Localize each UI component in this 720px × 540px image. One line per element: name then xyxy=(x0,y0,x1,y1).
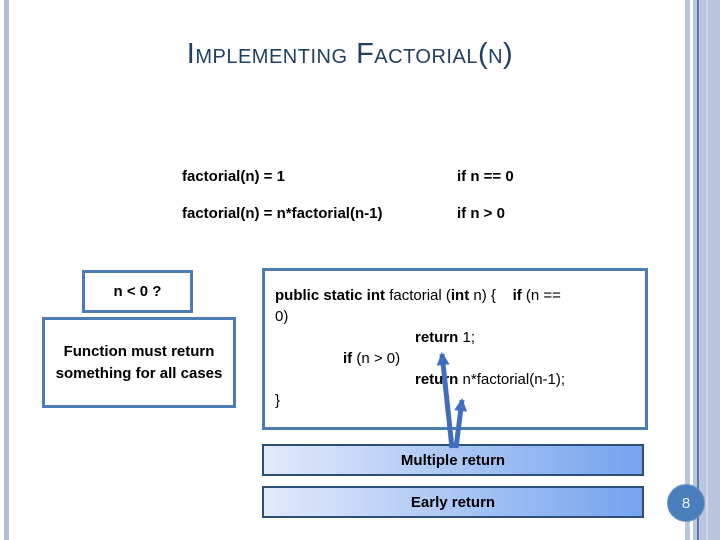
multiple-return-label: Multiple return xyxy=(262,444,644,476)
definition-formula-2: factorial(n) = n*factorial(n-1) xyxy=(182,205,383,222)
question-box: n < 0 ? xyxy=(82,270,193,313)
code-line: } xyxy=(275,392,281,409)
page-number: 8 xyxy=(681,494,691,512)
left-edge-stripe xyxy=(4,0,9,540)
code-line: public static int factorial (int n) { if… xyxy=(275,287,561,304)
right-edge-stripe xyxy=(708,0,720,540)
right-edge-stripe xyxy=(693,0,697,540)
right-edge-stripe xyxy=(699,0,706,540)
right-edge-stripe xyxy=(685,0,690,540)
right-edge-stripe xyxy=(697,0,699,540)
code-line: 0) xyxy=(275,308,289,325)
question-box-text: n < 0 ? xyxy=(113,283,162,300)
code-line: return n*factorial(n-1); xyxy=(415,371,566,388)
code-line: if (n > 0) xyxy=(343,350,401,367)
code-box: public static int factorial (int n) { if… xyxy=(262,268,648,430)
definition-formula-1: factorial(n) = 1 xyxy=(182,168,285,185)
multiple-return-text: Multiple return xyxy=(400,451,506,469)
page-number-badge: 8 xyxy=(667,484,705,522)
code-line: return 1; xyxy=(415,329,476,346)
early-return-label: Early return xyxy=(262,486,644,518)
right-edge-stripe xyxy=(706,0,708,540)
definition-condition-2: if n > 0 xyxy=(457,205,505,222)
code-lines: public static int factorial (int n) { if… xyxy=(275,285,639,411)
note-box: Function must return something for all c… xyxy=(42,317,236,408)
early-return-text: Early return xyxy=(410,493,496,511)
slide-title: Implementing Factorial(n) xyxy=(186,38,514,70)
definition-condition-1: if n == 0 xyxy=(457,168,514,185)
note-box-text: Function must return something for all c… xyxy=(55,342,223,382)
